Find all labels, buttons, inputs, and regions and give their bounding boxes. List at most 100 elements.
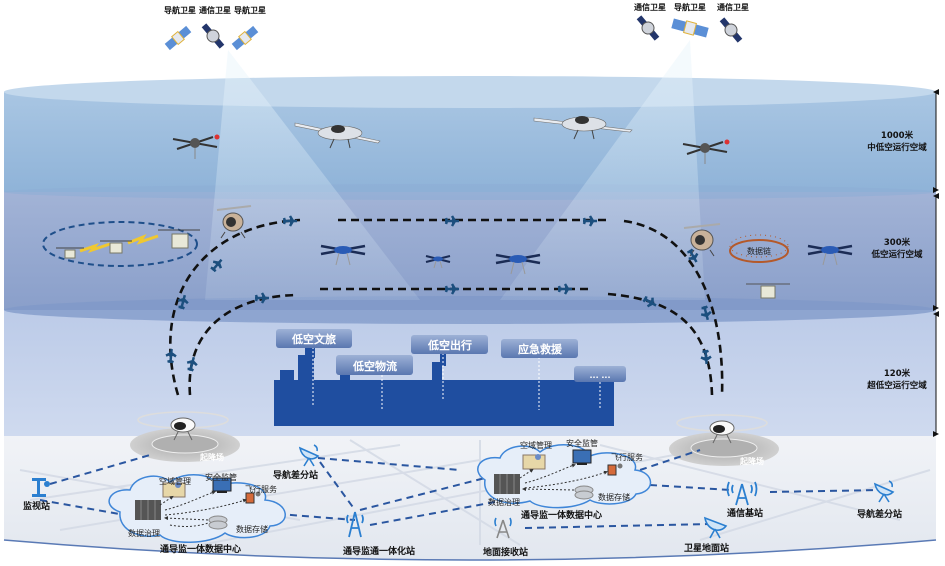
satellite-label: 导航卫星	[674, 2, 706, 12]
svg-text:120米: 120米	[884, 368, 911, 379]
surveillance-station: 监视站	[23, 478, 50, 512]
antenna-icon	[496, 519, 510, 539]
svg-text:低空出行: 低空出行	[427, 338, 472, 352]
module-data-storage: 数据存储	[236, 524, 268, 534]
svg-text:通信基站: 通信基站	[727, 507, 763, 519]
plane-icon	[687, 248, 699, 263]
svg-text:1000米: 1000米	[881, 130, 914, 141]
flight-service-icon	[607, 463, 623, 476]
cargo-drone-icon	[158, 229, 200, 249]
module-data-governance: 数据治理	[488, 497, 520, 507]
module-data-governance: 数据治理	[128, 528, 160, 538]
module-airspace-mgmt: 空域管理	[520, 440, 552, 450]
altitude-label-1000: 1000米 中低空运行空域	[867, 130, 927, 153]
satellite-label: 导航卫星	[164, 5, 196, 15]
light-aircraft-icon	[294, 122, 381, 149]
svg-text:卫星地面站: 卫星地面站	[684, 542, 729, 554]
server-rack-icon	[494, 474, 520, 494]
ground-receiver-station: 地面接收站	[483, 517, 528, 558]
altitude-label-120: 120米 超低空运行空域	[866, 368, 927, 391]
comm-base-station: 通信基站	[726, 481, 763, 519]
svg-text:地面接收站: 地面接收站	[483, 546, 528, 558]
sat-ground-station: 卫星地面站	[684, 516, 729, 554]
nav-diff-station-right: 导航差分站	[857, 480, 902, 520]
comm-satellite-icon	[636, 15, 660, 41]
module-flight-service: 飞行服务	[245, 484, 277, 494]
module-safety-supervision: 安全监管	[205, 472, 237, 482]
server-rack-icon	[135, 500, 161, 520]
app-tag-travel: 低空出行	[411, 335, 488, 400]
comm-satellite-icon	[719, 17, 743, 43]
layer-300m	[4, 192, 936, 324]
svg-text:导航差分站: 导航差分站	[857, 508, 902, 520]
altitude-scale: 1000米 中低空运行空域 300米 低空运行空域 120米 超低空运行空域	[866, 89, 939, 437]
quadcopter-icon	[425, 255, 451, 269]
plane-icon	[444, 283, 459, 295]
city-skyline	[274, 348, 614, 426]
data-chain-label: 数据链	[747, 246, 771, 256]
light-aircraft-icon	[533, 116, 633, 140]
nav-satellite-icon	[164, 25, 192, 51]
satellite-beam-left	[205, 50, 420, 300]
satellite-label: 通信卫星	[634, 2, 666, 12]
app-tag-logistics: 低空物流	[336, 355, 413, 410]
svg-text:300米: 300米	[884, 237, 911, 248]
route-right-inner	[607, 292, 714, 396]
satellite-label: 通信卫星	[717, 2, 749, 12]
signal-tower-icon	[346, 511, 364, 538]
svg-text:导航差分站: 导航差分站	[273, 469, 318, 481]
satellite-dish-icon	[873, 480, 895, 503]
vertiport-label: 起降场	[739, 456, 764, 466]
svg-text:监视站: 监视站	[23, 500, 50, 512]
evtol-icon	[137, 411, 229, 441]
plane-icon	[186, 356, 198, 372]
quadcopter-icon	[495, 253, 541, 275]
module-data-storage: 数据存储	[598, 492, 630, 502]
nav-satellite-icon	[671, 18, 709, 38]
svg-text:通导监通一体化站: 通导监通一体化站	[343, 545, 415, 557]
plane-icon	[210, 258, 223, 273]
hexacopter-icon	[172, 134, 220, 159]
satellite-dish-icon	[703, 516, 728, 539]
helicopter-drone-icon	[683, 223, 721, 257]
flight-service-icon	[245, 491, 261, 504]
monitor-icon	[572, 449, 592, 465]
hexacopter-icon	[682, 139, 730, 164]
layer-1000m	[4, 76, 936, 200]
signal-tower-icon	[726, 481, 758, 506]
module-airspace-mgmt: 空域管理	[159, 476, 191, 486]
plane-icon	[177, 294, 189, 310]
evtol-icon	[676, 414, 768, 444]
drone-swarm-group	[42, 221, 200, 267]
quadcopter-icon	[320, 244, 366, 266]
app-tag-more: ... ...	[574, 366, 626, 410]
svg-text:中低空运行空域: 中低空运行空域	[867, 142, 927, 153]
nav-satellite-icon	[231, 25, 259, 51]
operator-icon	[162, 482, 186, 498]
quadcopter-icon	[807, 244, 853, 266]
operator-icon	[522, 454, 546, 470]
vertiport-right: 起降场	[669, 414, 779, 466]
plane-icon	[444, 215, 459, 227]
satellite-dish-icon	[298, 444, 320, 467]
cargo-drone-icon	[56, 247, 84, 259]
route-right-outer	[623, 219, 724, 396]
satellite-beam-right	[500, 40, 705, 300]
module-flight-service: 飞行服务	[611, 452, 643, 462]
storage-icon	[574, 485, 594, 500]
plane-icon	[254, 292, 269, 304]
route-plane-markers	[165, 215, 712, 372]
svg-text:低空物流: 低空物流	[352, 359, 397, 373]
svg-text:低空运行空域: 低空运行空域	[870, 249, 923, 260]
data-chain-ring: 数据链	[729, 234, 789, 263]
satellite-label: 通信卫星	[199, 5, 231, 15]
app-tag-tourism: 低空文旅	[276, 329, 352, 407]
integrated-station: 通导监通一体化站	[343, 511, 415, 557]
ground-links	[39, 449, 881, 529]
data-center-left: 空域管理 安全监管 飞行服务 数据治理 数据存储 通导监一体数据中心	[108, 472, 286, 555]
svg-text:超低空运行空域: 超低空运行空域	[866, 380, 927, 391]
comm-satellite-icon	[201, 23, 225, 49]
data-center-title: 通导监一体数据中心	[521, 509, 602, 521]
module-safety-supervision: 安全监管	[566, 438, 598, 448]
